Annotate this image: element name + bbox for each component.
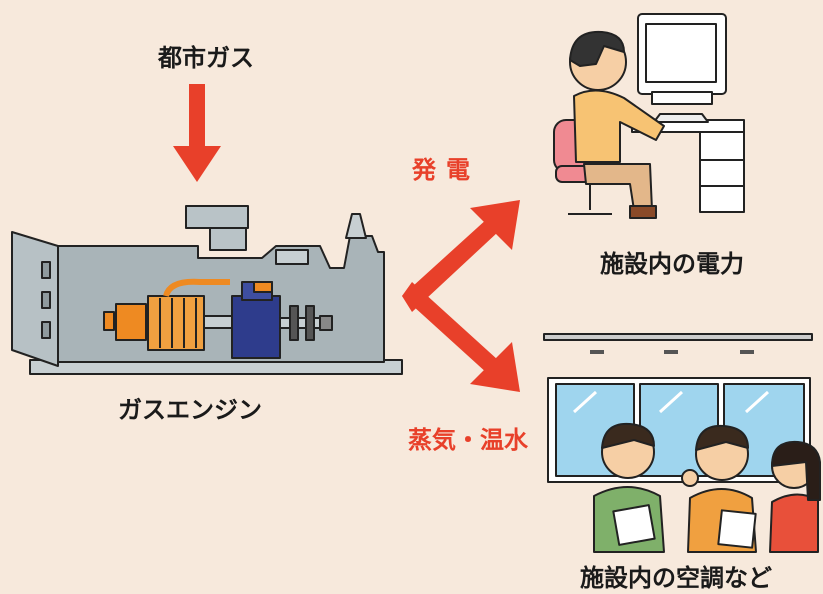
gas-engine-label: ガスエンジン [118,396,262,424]
up-right-arrow-icon [402,200,520,312]
children-air-conditioned-room-illustration [543,333,821,553]
gas-engine-illustration [11,205,403,375]
city-gas-label: 都市ガス [158,44,254,72]
down-right-arrow-icon [402,282,520,392]
facility-air-conditioning-label: 施設内の空調など [580,564,772,592]
steam-hot-water-label: 蒸気・温水 [408,426,528,454]
power-generation-label: 発電 [412,156,480,184]
down-arrow-icon [173,84,221,182]
facility-electricity-label: 施設内の電力 [600,250,744,278]
office-worker-illustration [553,13,745,219]
